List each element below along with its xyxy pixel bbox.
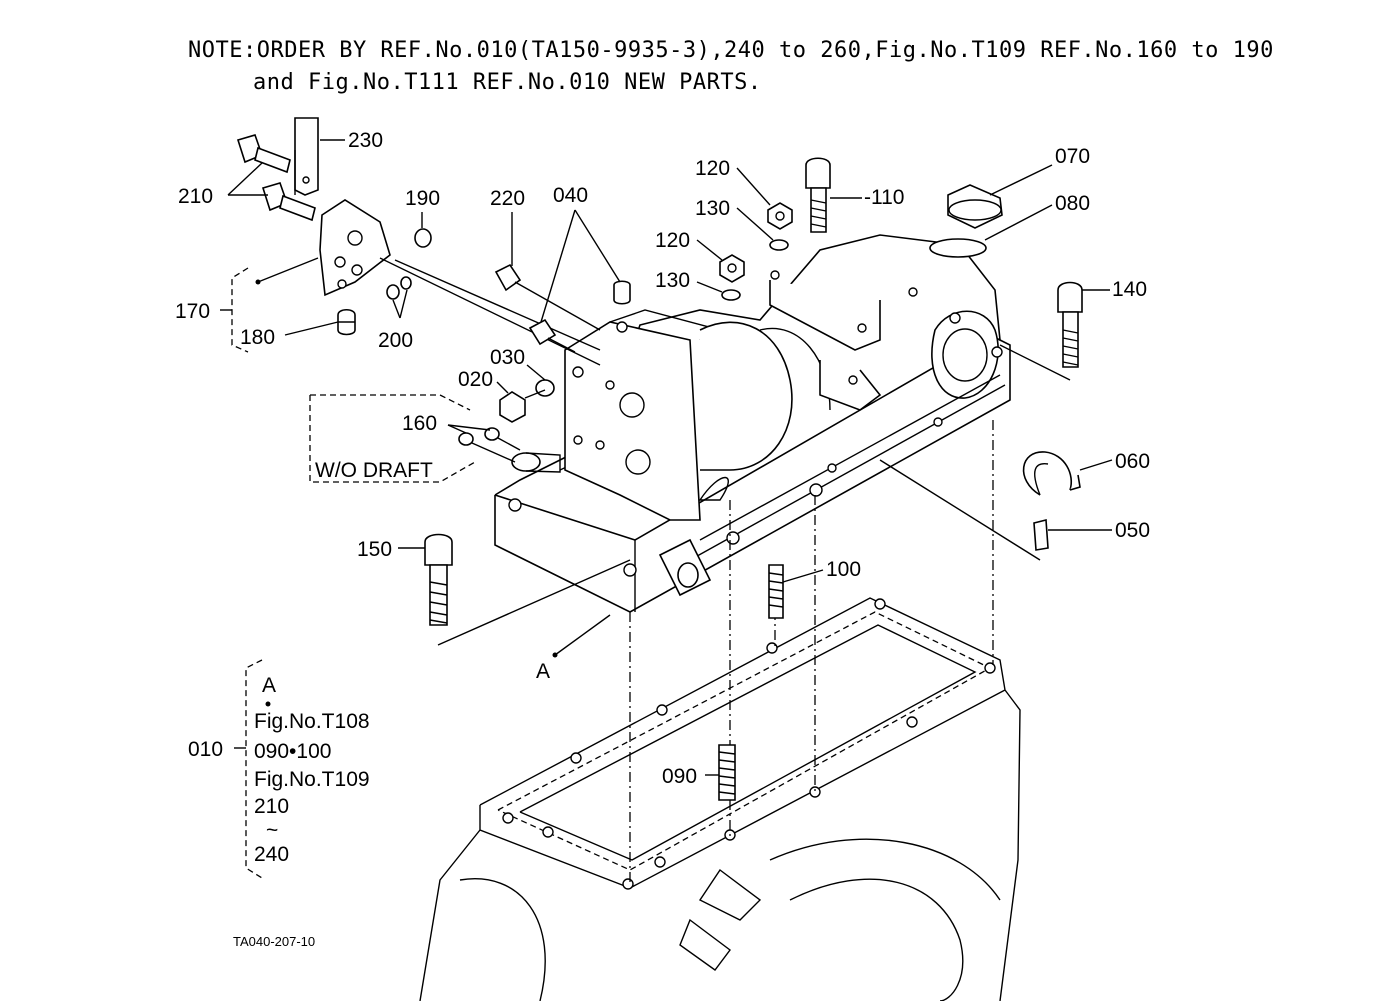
ref-010-line2: 090•100 (254, 740, 331, 763)
o-ring-190 (414, 228, 432, 248)
ref-010-line3: Fig.No.T109 (254, 768, 370, 791)
ref-010-a: A (262, 674, 276, 697)
ref-010-legend: 010 A Fig.No.T108 090•100 Fig.No.T109 21… (188, 674, 370, 866)
bolt-150 (424, 533, 631, 646)
plug-040-right (613, 280, 631, 305)
gasket-030 (535, 379, 555, 397)
ref-010-line4: 210 (254, 795, 289, 818)
callout-020: 020 (458, 368, 493, 391)
callout-050: 050 (1115, 519, 1150, 542)
ref-010-line1: Fig.No.T108 (254, 710, 370, 733)
callout-150: 150 (357, 538, 392, 561)
bolt-110 (805, 157, 831, 233)
callout-160: 160 (402, 412, 437, 435)
gasket-080 (929, 238, 987, 258)
callout-080: 080 (1055, 192, 1090, 215)
callout-labels: 230 210 190 170 180 200 220 040 030 020 … (175, 129, 1150, 788)
callout-120-lower: 120 (655, 229, 690, 252)
plug-040-left (528, 318, 576, 353)
hose-060 (1022, 451, 1081, 496)
wo-draft-label: W/O DRAFT (315, 459, 433, 482)
callout-130-lower: 130 (655, 269, 690, 292)
callout-110: -110 (864, 186, 904, 209)
callout-200: 200 (378, 329, 413, 352)
wo-draft-box (310, 394, 471, 411)
leader-lines (220, 139, 1113, 776)
callout-100: 100 (826, 558, 861, 581)
callout-120-upper: 120 (695, 157, 730, 180)
nut-120-upper (767, 202, 793, 230)
callout-140: 140 (1112, 278, 1147, 301)
callout-180: 180 (240, 326, 275, 349)
callout-030: 030 (490, 346, 525, 369)
bolt-210-lower (261, 182, 316, 222)
ref-010-line5: 240 (254, 843, 289, 866)
bolt-210-upper (236, 134, 291, 174)
nut-120-lower (719, 254, 745, 283)
order-note-line-2: and Fig.No.T111 REF.No.010 NEW PARTS. (253, 70, 762, 95)
ref-010-number: 010 (188, 738, 223, 761)
hydraulic-cylinder-case (494, 234, 1011, 613)
washer-130-upper (769, 239, 789, 251)
leader-a (554, 614, 611, 656)
callout-070: 070 (1055, 145, 1090, 168)
callout-090: 090 (662, 765, 697, 788)
plug-160 (458, 427, 521, 463)
callout-220: 220 (490, 187, 525, 210)
callout-040: 040 (553, 184, 588, 207)
plug-020 (499, 389, 546, 423)
drawing-code: TA040-207-10 (233, 934, 315, 949)
bracket-assembly-170 (236, 117, 432, 336)
ref-010-tilde: ~ (266, 819, 278, 842)
o-ring-200a (386, 284, 400, 300)
callout-170: 170 (175, 300, 210, 323)
callout-230: 230 (348, 129, 383, 152)
callout-a: A (536, 660, 550, 683)
filler-cap-070 (947, 184, 1003, 229)
stud-100 (768, 564, 784, 619)
stud-090 (718, 744, 736, 801)
transmission-case (419, 597, 1021, 1001)
bolt-140 (999, 281, 1083, 381)
callout-060: 060 (1115, 450, 1150, 473)
callout-130-upper: 130 (695, 197, 730, 220)
fitting-050 (879, 459, 1049, 561)
washer-130-lower (721, 289, 741, 301)
order-note-line-1: NOTE:ORDER BY REF.No.010(TA150-9935-3),2… (188, 38, 1274, 63)
callout-190: 190 (405, 187, 440, 210)
plug-220 (494, 263, 601, 331)
callout-210: 210 (178, 185, 213, 208)
ref-170-bracket (231, 267, 249, 353)
o-ring-200b (400, 276, 412, 290)
